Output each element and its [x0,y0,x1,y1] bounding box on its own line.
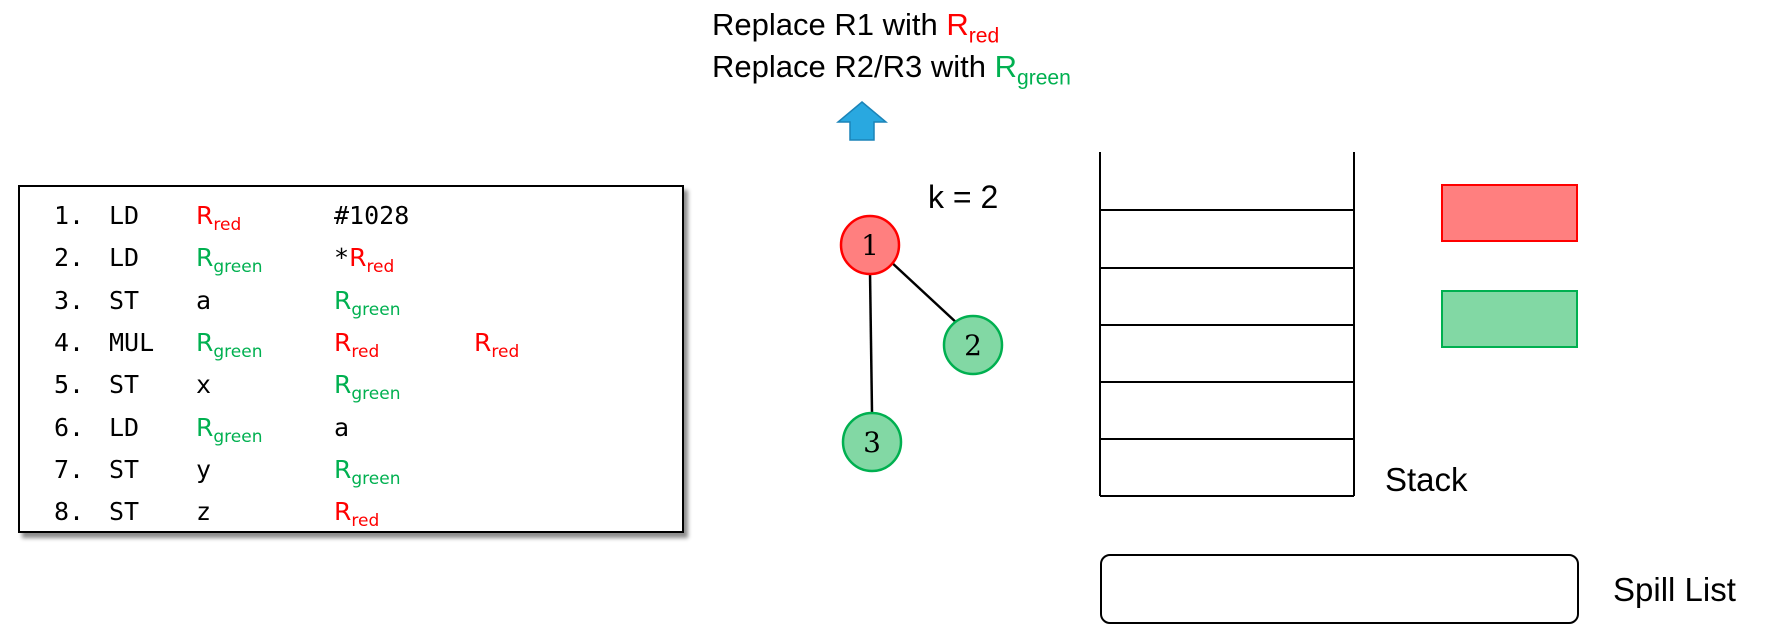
code-row: 7. ST y Rgreen [20,449,682,491]
opcode: LD [109,412,140,442]
operand-1: z [196,497,212,527]
line-number: 4. [54,327,85,357]
register-red: Rred [349,243,395,278]
graph-edges [868,260,960,413]
code-row: 2. LD Rgreen *Rred [20,237,682,279]
line-number: 2. [54,243,85,273]
k-label: k = 2 [928,179,999,215]
header-line-1: Replace R1 with Rred [712,4,1071,46]
operand-1: Rgreen [196,322,262,364]
line-number: 5. [54,370,85,400]
operand-1: a [196,285,212,315]
line-number: 6. [54,412,85,442]
operand-2: *Rred [334,243,395,278]
graph-node-3: 3 [841,411,903,473]
header-line-1-register: Rred [946,7,1000,48]
graph-edge-1-3 [868,271,874,413]
operand-2: Rgreen [334,449,400,491]
operand-1: Rgreen [196,237,262,279]
code-row: 6. LD Rgreen a [20,407,682,449]
line-number: 7. [54,454,85,484]
header-line-1-text: Replace R1 with [712,7,947,42]
spill-list-box [1100,554,1579,624]
register-green: Rgreen [196,327,263,362]
register-green: Rgreen [334,370,401,405]
line-number: 8. [54,497,85,527]
spill-list-label: Spill List [1613,571,1736,608]
register-red: Rred [196,201,242,235]
header-line-2-text: Replace R2/R3 with [712,49,995,84]
register-green: Rgreen [334,285,401,320]
operand-3: Rred [474,322,519,364]
register-green: Rgreen [334,454,401,489]
operand-2: Rgreen [334,280,400,322]
register-red: Rred [334,327,380,362]
up-arrow-icon [836,101,888,141]
operand-2: Rred [334,491,379,533]
header-line-2: Replace R2/R3 with Rgreen [712,46,1071,88]
line-number: 1. [54,201,85,230]
register-red: Rred [474,327,520,362]
graph-edge-1-2 [889,260,960,326]
opcode: MUL [109,327,155,357]
code-row: 3. ST a Rgreen [20,280,682,322]
node-label: 1 [861,229,879,262]
opcode: ST [109,285,140,315]
header-line-2-register: Rgreen [994,49,1071,90]
operand-1: Rgreen [196,407,262,449]
stack-label: Stack [1385,461,1468,498]
code-row: 1. LD Rred #1028 [20,195,682,237]
code-row: 4. MUL Rgreen Rred Rred [20,322,682,364]
opcode: LD [109,243,140,273]
instruction-header: Replace R1 with Rred Replace R2/R3 with … [712,4,1071,88]
operand-2: a [334,412,350,442]
line-number: 3. [54,285,85,315]
register-green: Rgreen [196,243,263,278]
node-label: 3 [863,426,881,459]
opcode: LD [109,201,140,230]
code-row: 8. ST z Rred [20,491,682,533]
operand-2: Rred [334,322,379,364]
code-row: 5. ST x Rgreen [20,364,682,406]
operand-1: Rred [196,195,241,237]
node-label: 2 [964,329,982,362]
graph-node-1: 1 [839,214,901,276]
opcode: ST [109,497,140,527]
operand-1: y [196,454,212,484]
green-register-swatch [1441,290,1578,348]
graph-node-2: 2 [942,314,1004,376]
stack [1099,152,1355,497]
opcode: ST [109,370,140,400]
register-green: Rgreen [196,412,263,447]
red-register-swatch [1441,184,1578,242]
register-red: Rred [334,497,380,532]
opcode: ST [109,454,140,484]
operand-2: Rgreen [334,364,400,406]
operand-2: #1028 [334,201,410,230]
operand-1: x [196,370,212,400]
